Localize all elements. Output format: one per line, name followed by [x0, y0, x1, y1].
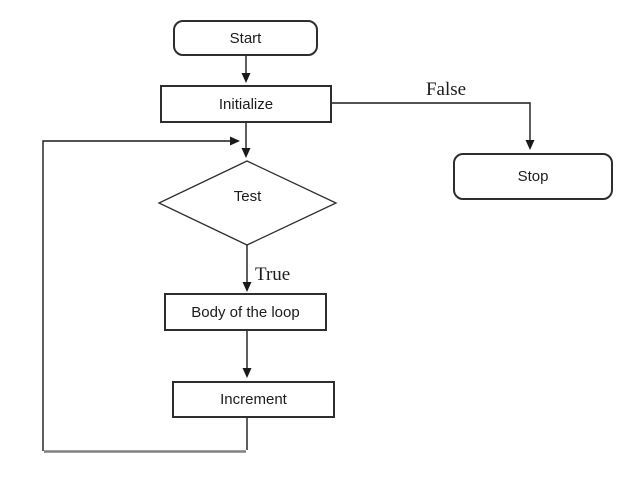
node-increment-label: Increment	[220, 391, 287, 408]
node-increment: Increment	[172, 381, 335, 418]
node-body-of-loop-label: Body of the loop	[191, 303, 300, 321]
edge-label-false: False	[425, 79, 467, 100]
node-body-of-loop: Body of the loop	[164, 293, 327, 331]
node-start-label: Start	[229, 29, 262, 47]
node-start: Start	[173, 20, 318, 56]
node-stop-label: Stop	[517, 168, 549, 185]
node-test-label: Test	[233, 188, 262, 205]
edge-initialize-to-stop	[332, 102, 535, 150]
node-initialize-label: Initialize	[218, 95, 274, 113]
edge-label-true: True	[255, 264, 291, 285]
edge-loopback-to-test	[42, 136, 240, 451]
node-initialize: Initialize	[160, 85, 332, 123]
node-stop: Stop	[453, 153, 613, 200]
